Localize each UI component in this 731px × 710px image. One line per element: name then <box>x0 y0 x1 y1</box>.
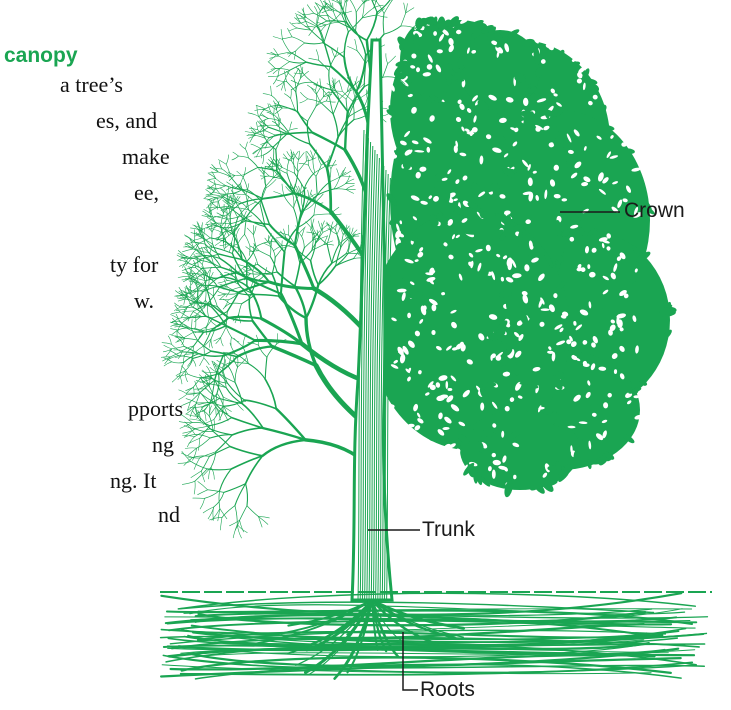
roots-label: Roots <box>420 678 475 702</box>
crown-foliage <box>364 14 677 498</box>
trunk-label: Trunk <box>422 518 475 542</box>
root-system <box>161 593 708 679</box>
crown-label: Crown <box>624 199 685 223</box>
trunk-shape <box>352 40 393 600</box>
